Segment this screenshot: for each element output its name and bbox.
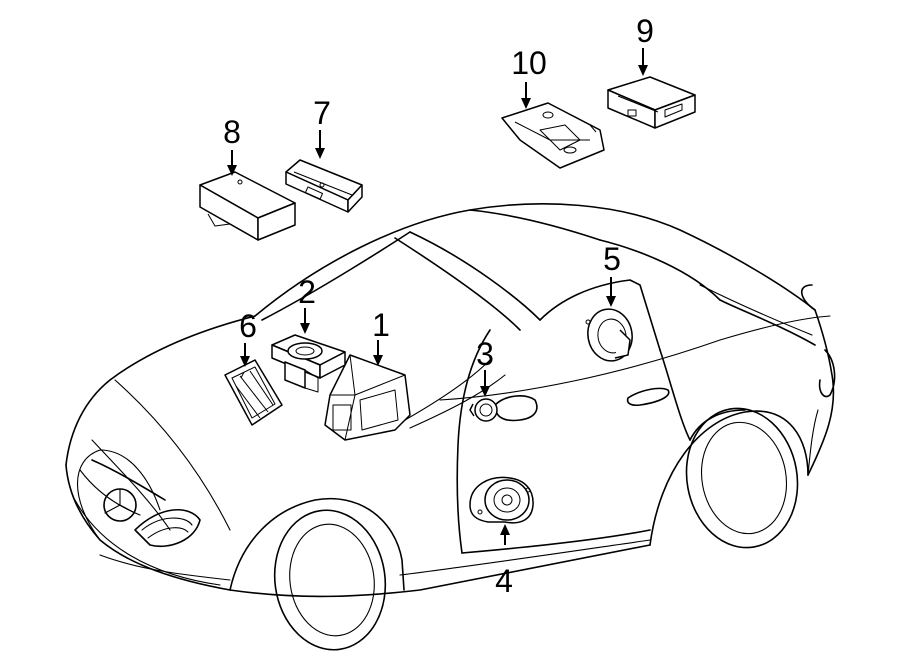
callout-2: 2: [298, 274, 316, 310]
car-outline: [65, 203, 836, 651]
part-1-amplifier: [324, 354, 411, 441]
callout-3: 3: [476, 336, 494, 372]
callout-arrows: [227, 48, 648, 545]
part-10-mounting-bracket: [501, 102, 605, 169]
part-3-tweeter: [469, 398, 498, 422]
callout-5: 5: [603, 241, 621, 277]
callout-labels: 1 2 3 4 5 6 7 8 9 10: [223, 13, 654, 599]
callout-7: 7: [313, 95, 331, 131]
part-8-control-unit: [199, 171, 296, 241]
part-4-door-speaker: [469, 476, 534, 524]
callout-9: 9: [636, 13, 654, 49]
part-7-module: [285, 159, 363, 213]
part-6-grille-cover: [224, 359, 283, 426]
callout-8: 8: [223, 114, 241, 150]
callout-1: 1: [372, 307, 390, 343]
part-9-receiver: [607, 76, 696, 129]
callout-10: 10: [511, 45, 547, 81]
part-2-speaker-bracket: [271, 334, 346, 393]
callout-6: 6: [239, 308, 257, 344]
part-5-rear-speaker: [585, 308, 633, 362]
callout-4: 4: [495, 563, 513, 599]
